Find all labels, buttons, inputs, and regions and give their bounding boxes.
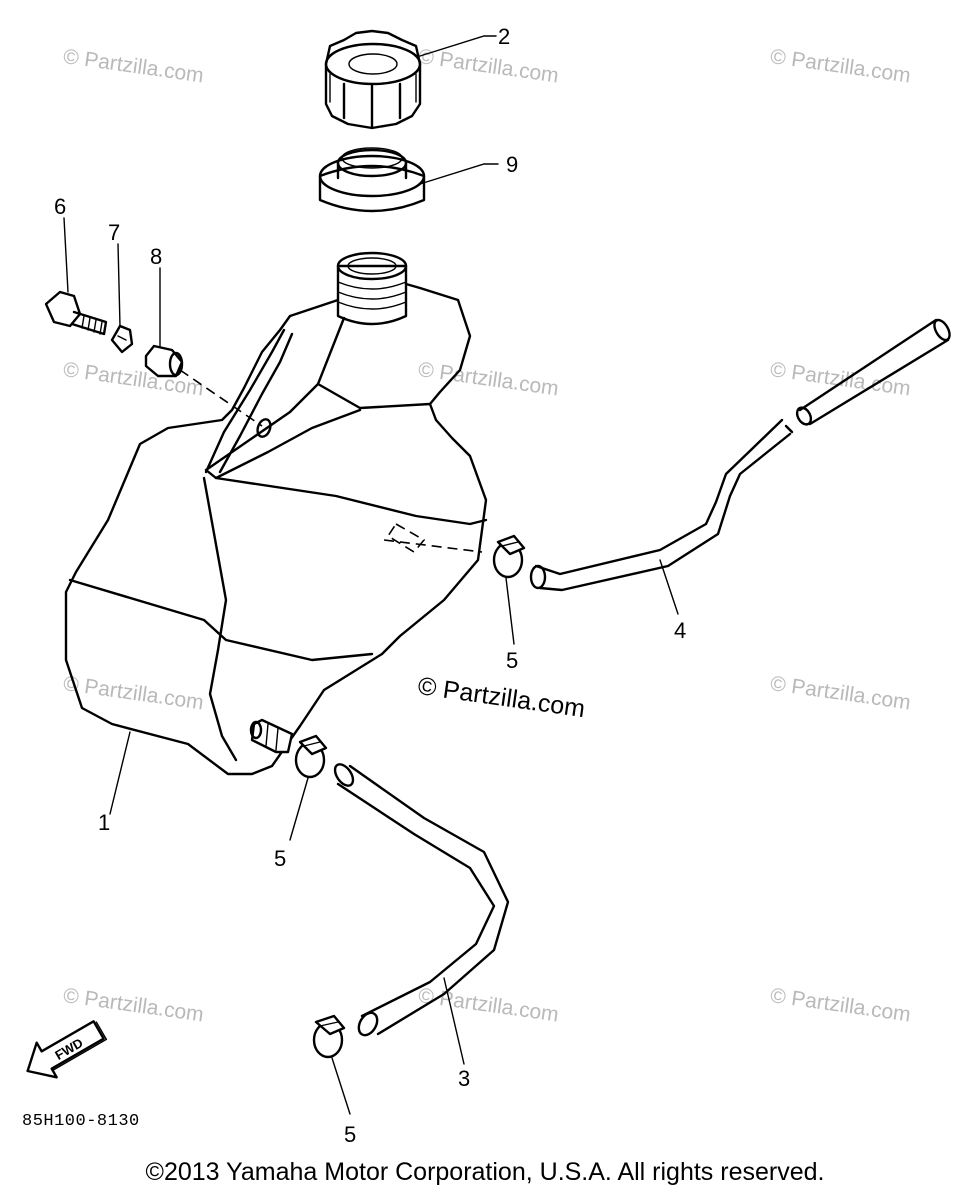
hose-clip-lower bbox=[312, 1014, 346, 1059]
bolt-alignment-line bbox=[179, 369, 263, 427]
callout-5-lower: 5 bbox=[344, 1122, 356, 1147]
callout-5-upper: 5 bbox=[506, 648, 518, 673]
washer bbox=[110, 324, 134, 354]
callout-6: 6 bbox=[54, 194, 66, 219]
hose-clip-middle bbox=[294, 734, 328, 779]
callout-2: 2 bbox=[498, 24, 510, 49]
callout-5-middle: 5 bbox=[274, 846, 286, 871]
fwd-arrow-icon: FWD bbox=[26, 1020, 108, 1079]
fuel-tank bbox=[64, 251, 488, 776]
bolt bbox=[44, 290, 108, 336]
copyright-notice: ©2013 Yamaha Motor Corporation, U.S.A. A… bbox=[145, 1158, 825, 1186]
filler-seal bbox=[318, 147, 426, 213]
leader-lines bbox=[63, 35, 679, 1115]
callout-4: 4 bbox=[674, 618, 686, 643]
callout-7: 7 bbox=[108, 220, 120, 245]
callout-3: 3 bbox=[458, 1066, 470, 1091]
callout-1: 1 bbox=[98, 810, 110, 835]
callout-9: 9 bbox=[506, 152, 518, 177]
diagram-code: 85H100-8130 bbox=[22, 1112, 140, 1131]
callout-8: 8 bbox=[150, 244, 162, 269]
damper bbox=[144, 344, 184, 378]
tank-cap bbox=[324, 29, 422, 130]
callout-numbers: 2 9 6 7 8 4 5 1 5 3 5 bbox=[54, 24, 686, 1147]
breather-hose bbox=[529, 318, 951, 592]
hose-clip-upper bbox=[492, 534, 526, 579]
fuel-hose bbox=[333, 763, 510, 1037]
